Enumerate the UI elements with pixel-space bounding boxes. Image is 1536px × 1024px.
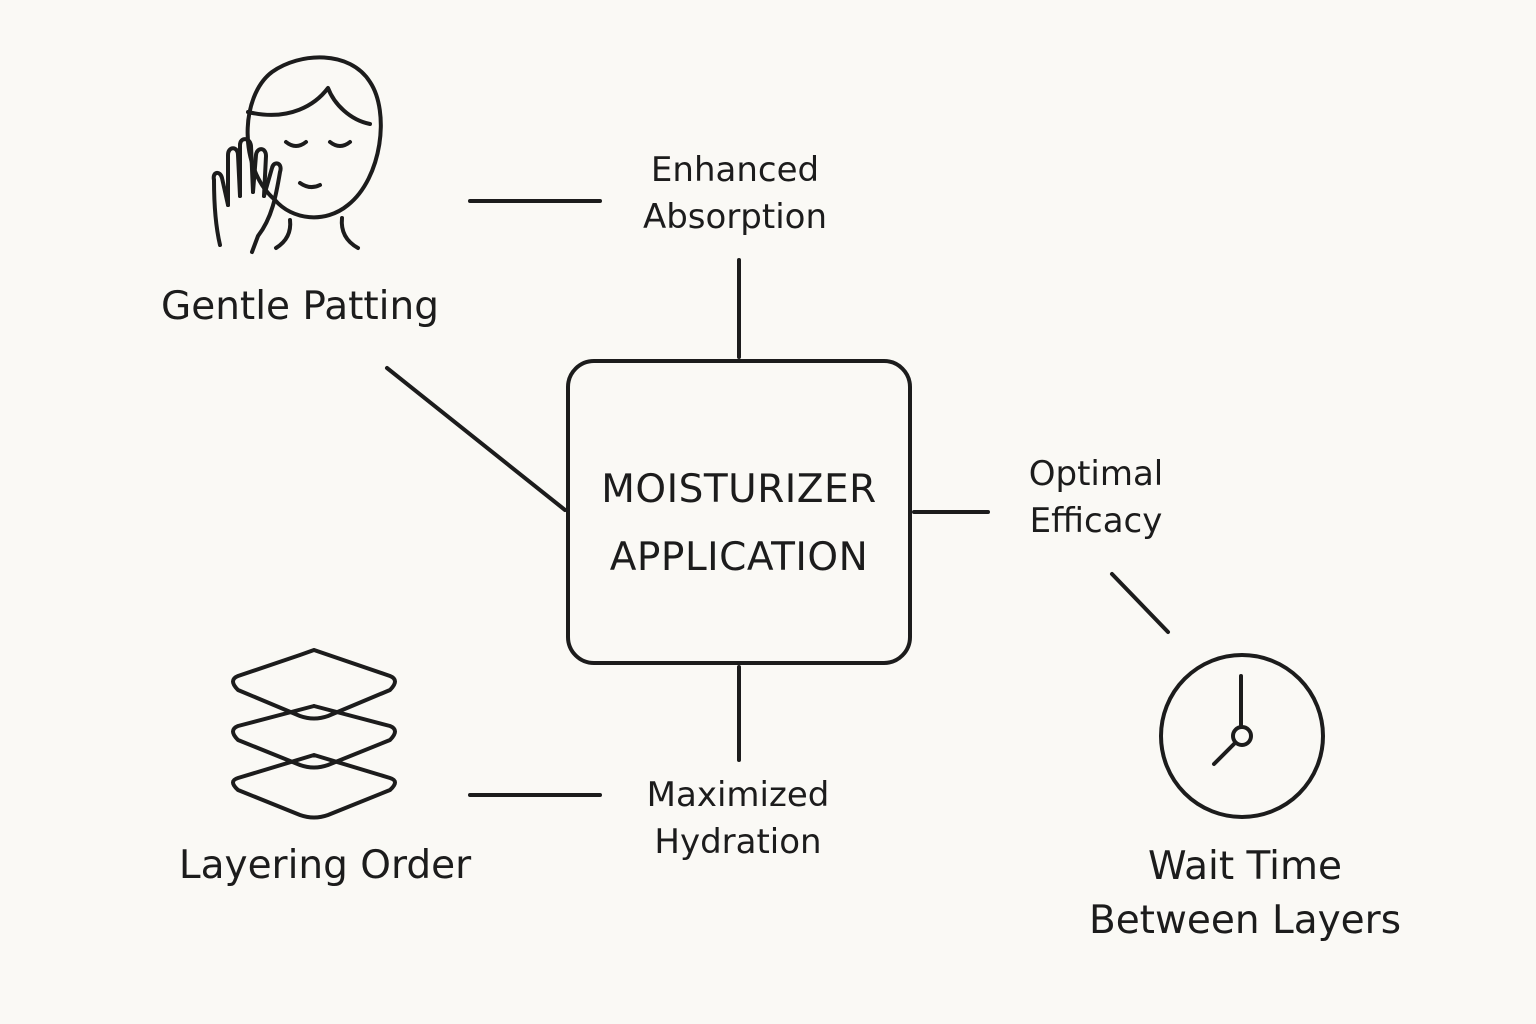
wait-time-label: Wait Time Between Layers (1040, 840, 1450, 948)
connector-patting-to-box (385, 366, 567, 512)
center-box (566, 359, 912, 665)
center-title-line2: APPLICATION (609, 535, 869, 580)
center-title-line1: MOISTURIZER (601, 467, 877, 512)
layering-order-label: Layering Order (178, 843, 472, 888)
face-patting-icon (211, 55, 383, 254)
enhanced-absorption-label: Enhanced Absorption (642, 150, 828, 237)
clock-icon (1159, 653, 1325, 819)
connector-efficacy-to-wait (1110, 572, 1170, 634)
layers-icon (231, 648, 397, 820)
gentle-patting-label: Gentle Patting (160, 284, 439, 329)
maximized-hydration-label: Maximized Hydration (646, 775, 830, 862)
wait-time-line1: Wait Time (1148, 844, 1342, 889)
wait-time-line2: Between Layers (1088, 898, 1402, 943)
center-title: MOISTURIZER APPLICATION (568, 456, 910, 592)
optimal-efficacy-label: Optimal Efficacy (1028, 454, 1164, 541)
